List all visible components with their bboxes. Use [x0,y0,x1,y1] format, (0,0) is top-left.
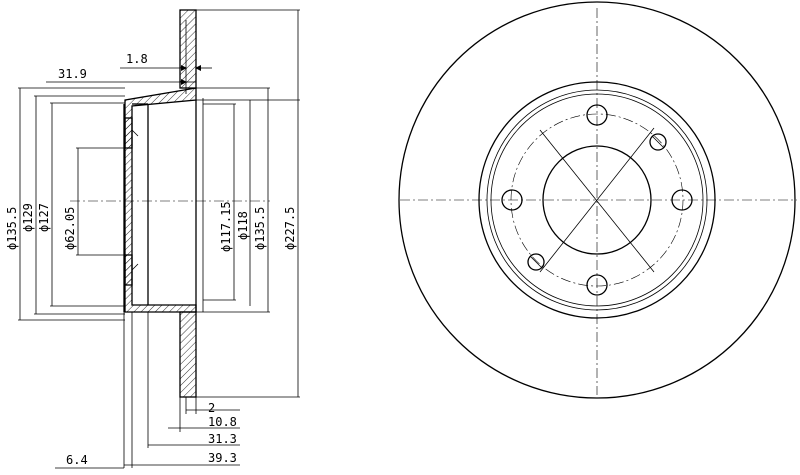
disc-outer-circle [398,1,796,399]
dim-offset: 6.4 [66,453,88,467]
dim-diameter-127: ϕ127 [37,203,51,232]
locating-hole-upper-right [649,133,667,151]
dim-diameter-135-left: ϕ135.5 [5,207,19,250]
dim-diameter-118: ϕ118 [236,211,250,240]
dim-overall-height: 39.3 [208,451,237,465]
dim-min-thickness: 2 [208,401,215,415]
dim-diameter-129: ϕ129 [21,203,35,232]
disc-ring-upper [179,9,197,89]
side-section-view: 1.8 31.9 ϕ135.5 ϕ129 ϕ127 ϕ62.05 [5,9,300,469]
hat-wall-upper [124,87,197,313]
front-view [398,1,797,399]
dim-31-3: 31.3 [208,432,237,446]
dim-hub-thickness: 1.8 [126,52,148,66]
bolt-hole-left [501,189,523,211]
center-bore-circle [542,145,652,255]
bolt-hole-top [586,104,608,126]
dim-diameter-disc: ϕ227.5 [283,207,297,250]
disc-ring-lower [179,311,197,398]
dim-hat-depth: 31.9 [58,67,87,81]
dim-diameter-bore: ϕ62.05 [63,207,77,250]
locating-hole-lower-left [527,253,545,271]
bolt-hole-right [671,189,693,211]
dim-diameter-135-right: ϕ135.5 [253,207,267,250]
bolt-hole-bottom [586,274,608,296]
dim-disc-thickness: 10.8 [208,415,237,429]
dim-diameter-117: ϕ117.15 [219,201,233,252]
